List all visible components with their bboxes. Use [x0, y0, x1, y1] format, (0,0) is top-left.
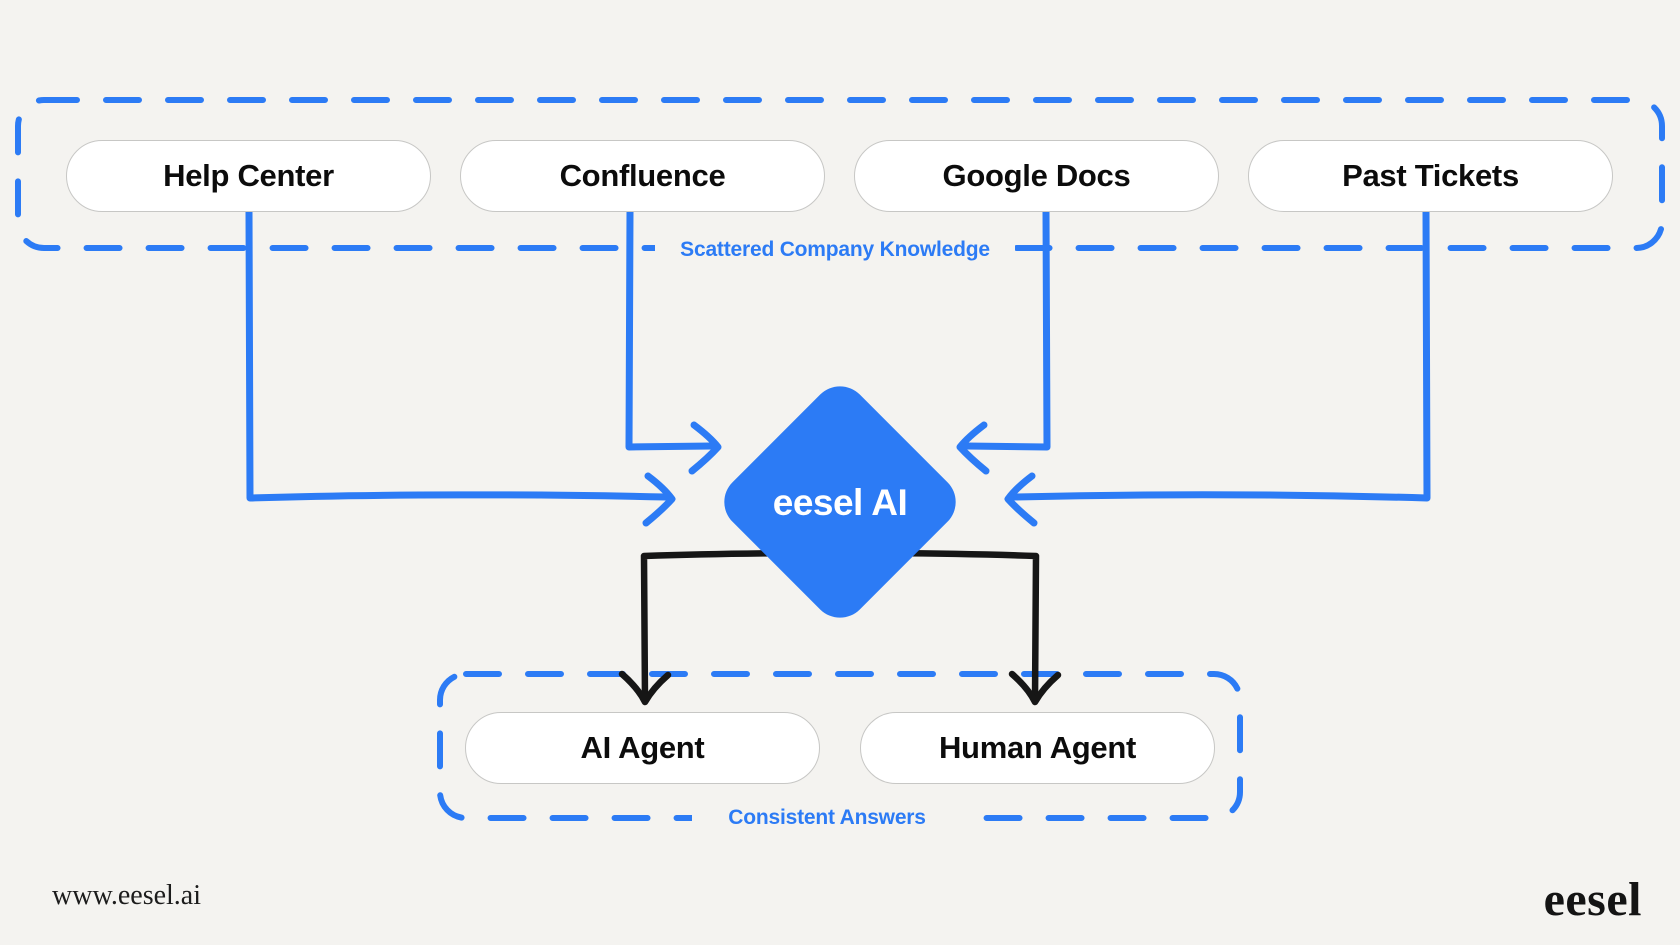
node-confluence-label: Confluence [559, 158, 726, 193]
help-center-connector [245, 208, 676, 527]
scattered-knowledge-label: Scattered Company Knowledge [680, 238, 990, 261]
node-human-agent-label: Human Agent [938, 730, 1137, 765]
node-help-center-label: Help Center [163, 158, 334, 193]
arrowhead-left [1004, 472, 1038, 527]
node-help-center: Help Center [66, 140, 431, 212]
node-past-tickets-label: Past Tickets [1342, 158, 1519, 193]
google-docs-connector [956, 208, 1051, 475]
arrowhead-right [642, 472, 676, 527]
arrowhead-right [688, 421, 722, 475]
eesel-ai-diamond [724, 386, 956, 618]
node-human-agent: Human Agent [860, 712, 1215, 784]
confluence-connector [625, 208, 722, 475]
past-tickets-connector [1004, 208, 1431, 527]
node-ai-agent-label: AI Agent [580, 730, 705, 765]
node-google-docs: Google Docs [854, 140, 1219, 212]
node-google-docs-label: Google Docs [942, 158, 1131, 193]
arrowhead-left [956, 421, 990, 475]
website-url: www.eesel.ai [52, 880, 202, 911]
arrowhead-down-left [618, 670, 672, 706]
node-past-tickets: Past Tickets [1248, 140, 1613, 212]
eesel-ai-label: eesel AI [772, 482, 908, 523]
consistent-answers-label: Consistent Answers [728, 806, 926, 829]
consistent-answers-container-border [437, 671, 1243, 832]
eesel-logo: eesel [1543, 873, 1642, 926]
node-ai-agent: AI Agent [465, 712, 820, 784]
scattered-knowledge-container-border [15, 97, 1665, 262]
node-confluence: Confluence [460, 140, 825, 212]
arrowhead-down-right [1008, 670, 1062, 706]
